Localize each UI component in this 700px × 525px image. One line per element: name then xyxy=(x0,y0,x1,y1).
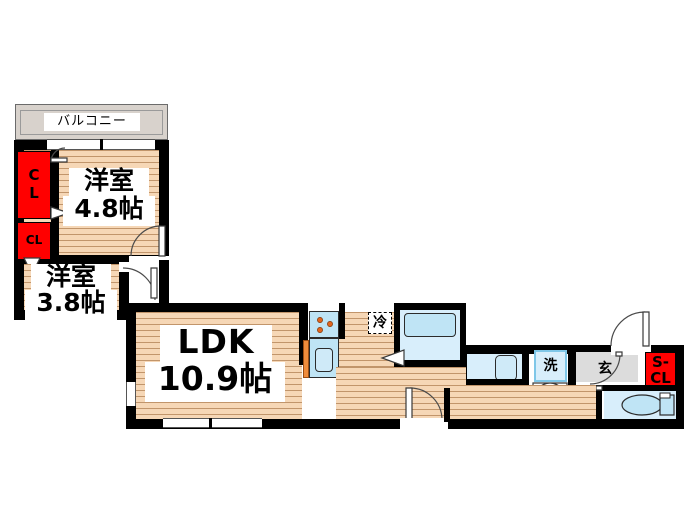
wall-toilet-top xyxy=(596,385,684,391)
wall-top-ldk-left xyxy=(126,303,302,312)
wall-closet-lower-front xyxy=(51,220,59,260)
wall-kitchen-stove-right xyxy=(339,303,345,339)
wall-washer-right xyxy=(568,345,576,385)
wall-kitchen-left xyxy=(299,303,308,365)
refrigerator-space: 冷 xyxy=(368,312,392,334)
genkan-label: 玄 xyxy=(598,361,612,377)
bedroom1-size: 4.8帖 xyxy=(63,196,155,226)
closet-upper xyxy=(17,151,51,219)
wall-bath-top xyxy=(394,303,466,312)
stove-cooktop xyxy=(309,311,339,338)
wall-hall-right xyxy=(159,260,169,308)
wall-vanity-left xyxy=(460,345,467,383)
bedroom1-door-gap xyxy=(129,256,169,264)
kitchen-sink-basin xyxy=(315,348,333,372)
shoe-closet-label-line1: S- xyxy=(651,353,670,371)
closet-lower-label: CL xyxy=(25,233,43,247)
wall-vanity-right xyxy=(522,345,529,383)
bedroom2-door-icon[interactable] xyxy=(121,267,165,304)
toilet-icon xyxy=(621,392,675,416)
ldk-name: LDK xyxy=(160,324,272,365)
wall-left-bedroom2 xyxy=(14,260,24,320)
hall-door-icon[interactable] xyxy=(588,351,623,386)
closet-upper-label-line1: C xyxy=(28,166,40,184)
ldk-window xyxy=(163,418,262,428)
wall-right-bedroom1 xyxy=(159,140,169,260)
bedroom1-door-icon[interactable] xyxy=(129,225,171,258)
genkan-floor xyxy=(576,352,638,382)
wall-toilet-left xyxy=(596,385,602,425)
bathtub xyxy=(404,313,456,337)
ldk-size: 10.9帖 xyxy=(145,361,285,402)
kitchen-counter-edge xyxy=(303,340,309,378)
ldk-left-window xyxy=(126,382,136,406)
balcony-label: バルコニー xyxy=(44,113,140,131)
stove-burners-icon xyxy=(317,317,333,333)
entry-door-gap xyxy=(611,344,651,355)
wall-washroom-bottom xyxy=(460,379,529,385)
corridor-door-gap xyxy=(400,418,444,429)
closet-upper-door-icon xyxy=(50,147,68,163)
bedroom1-window-mullion xyxy=(100,139,103,150)
corridor-floor xyxy=(466,385,596,419)
wall-closet-upper-front xyxy=(51,150,59,220)
ldk-window-mullion xyxy=(209,418,212,428)
wall-bath-left xyxy=(394,303,403,365)
vanity-sink xyxy=(495,355,517,381)
wall-corridor-partition xyxy=(444,388,450,422)
wall-bath-right xyxy=(457,303,466,345)
washer-space: 洗 xyxy=(534,350,567,382)
bedroom1-name: 洋室 xyxy=(69,168,149,196)
closet-upper-label-line2: L xyxy=(29,184,39,202)
closet-lower xyxy=(17,222,51,260)
entry-door-icon[interactable] xyxy=(609,310,655,348)
bedroom2-name: 洋室 xyxy=(31,264,111,292)
wall-right-bedroom2 xyxy=(119,255,129,320)
shoe-closet xyxy=(645,352,676,390)
shoe-closet-label-line2: CL xyxy=(650,369,671,387)
bedroom2-size: 3.8帖 xyxy=(25,290,117,320)
wall-between-bedrooms xyxy=(14,255,169,264)
bedroom2-door-gap xyxy=(119,262,165,272)
ldk-hall-door-icon[interactable] xyxy=(398,387,446,422)
wall-bath-bottom xyxy=(394,358,466,367)
wall-left-ldk xyxy=(126,303,136,428)
closet-upper-door2-icon xyxy=(50,206,71,220)
bathroom-door-icon[interactable] xyxy=(380,348,406,368)
